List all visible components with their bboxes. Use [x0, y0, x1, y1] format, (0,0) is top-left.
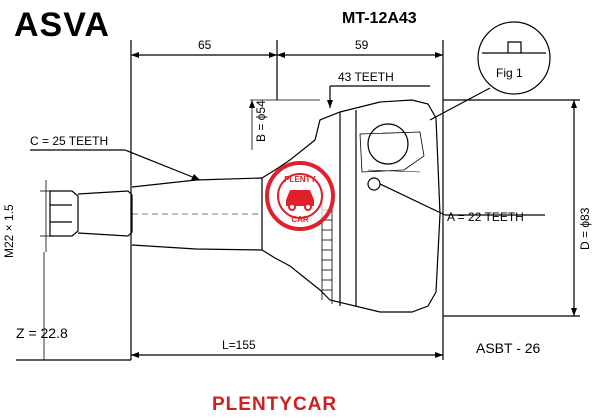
- watermark-bottom-text: CAR: [291, 215, 309, 224]
- inner-ball: [367, 123, 409, 165]
- abs-reference: ASBT - 26: [476, 340, 541, 356]
- dim-z-value: Z = 22.8: [16, 325, 68, 341]
- fig1-circle: [477, 21, 551, 95]
- dim-c-teeth: C = 25 TEETH: [30, 134, 109, 148]
- shaft-neck: [261, 99, 437, 179]
- part-number: MT-12A43: [342, 10, 417, 27]
- dim-total-length: L=155: [222, 338, 256, 352]
- dim-a-teeth: A = 22 TEETH: [447, 210, 524, 224]
- brand-title: ASVA: [14, 6, 110, 44]
- fig-label: Fig 1: [496, 66, 523, 80]
- watermark-top-text: PLENTY: [284, 175, 316, 184]
- outer-bell: [435, 117, 441, 293]
- inner-race-center: [367, 177, 381, 191]
- shaft-thread-end: [49, 190, 79, 237]
- shaft-body: [131, 177, 263, 251]
- dim-d-diameter: D = ϕ83: [578, 207, 592, 250]
- dim-b-diameter: B = ϕ54: [254, 100, 268, 142]
- footer-brand: PLENTYCAR: [212, 394, 338, 415]
- dim-outer-teeth: 43 TEETH: [338, 70, 394, 84]
- plentycar-watermark: PLENTY CAR: [265, 161, 335, 231]
- dim-thread: M22 × 1.5: [2, 204, 16, 258]
- dim-length-left: 65: [198, 38, 212, 52]
- dim-length-right: 59: [355, 38, 369, 52]
